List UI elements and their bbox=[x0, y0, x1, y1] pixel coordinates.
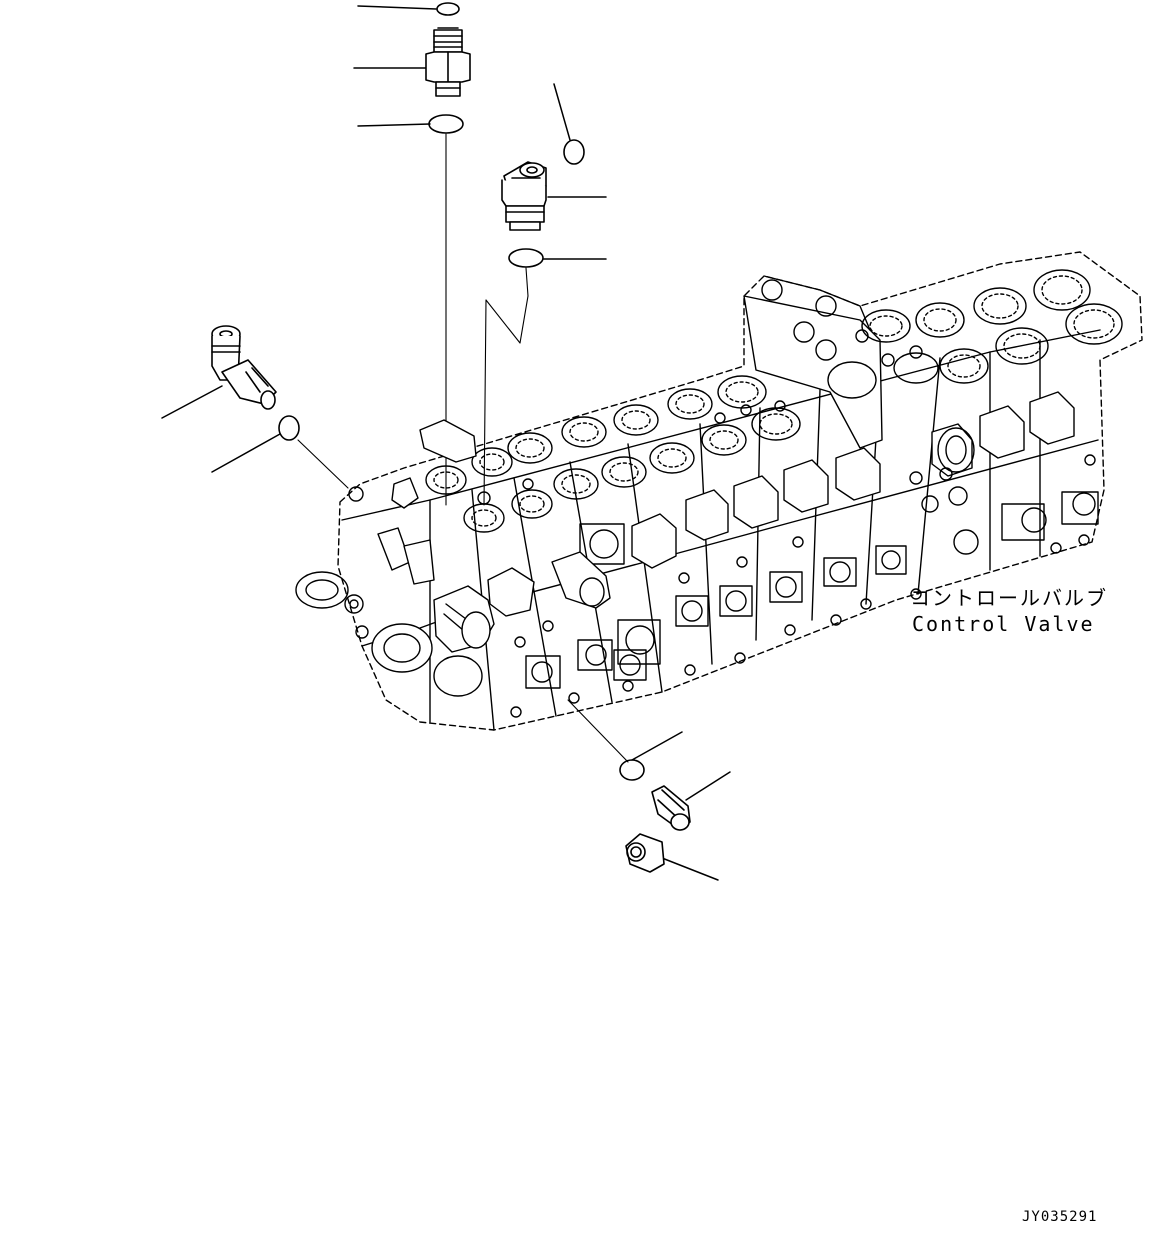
drawing-id: JY035291 bbox=[1022, 1209, 1098, 1225]
straight-connector-top bbox=[425, 27, 471, 97]
o-ring-small bbox=[563, 139, 585, 165]
o-ring-right bbox=[508, 248, 544, 268]
elbow-connector-top bbox=[501, 161, 547, 231]
o-ring-left bbox=[278, 415, 300, 441]
component-label-japanese: コントロールバルブ bbox=[910, 586, 1108, 610]
spool-caps bbox=[631, 391, 1075, 569]
top-ports bbox=[425, 269, 1123, 533]
leader-lines bbox=[161, 5, 731, 881]
straight-connector-bottom bbox=[651, 785, 691, 831]
component-label-english: Control Valve bbox=[912, 612, 1095, 636]
bottom-bolts bbox=[510, 454, 1096, 718]
left-end-section bbox=[295, 419, 611, 697]
o-ring-top bbox=[436, 2, 460, 16]
front-ports bbox=[525, 467, 1099, 689]
plug-bottom bbox=[625, 833, 665, 873]
o-ring-mid bbox=[428, 114, 464, 134]
elbow-connector-left bbox=[211, 325, 277, 410]
o-ring-bottom bbox=[619, 759, 645, 781]
control-valve-body bbox=[295, 251, 1143, 731]
